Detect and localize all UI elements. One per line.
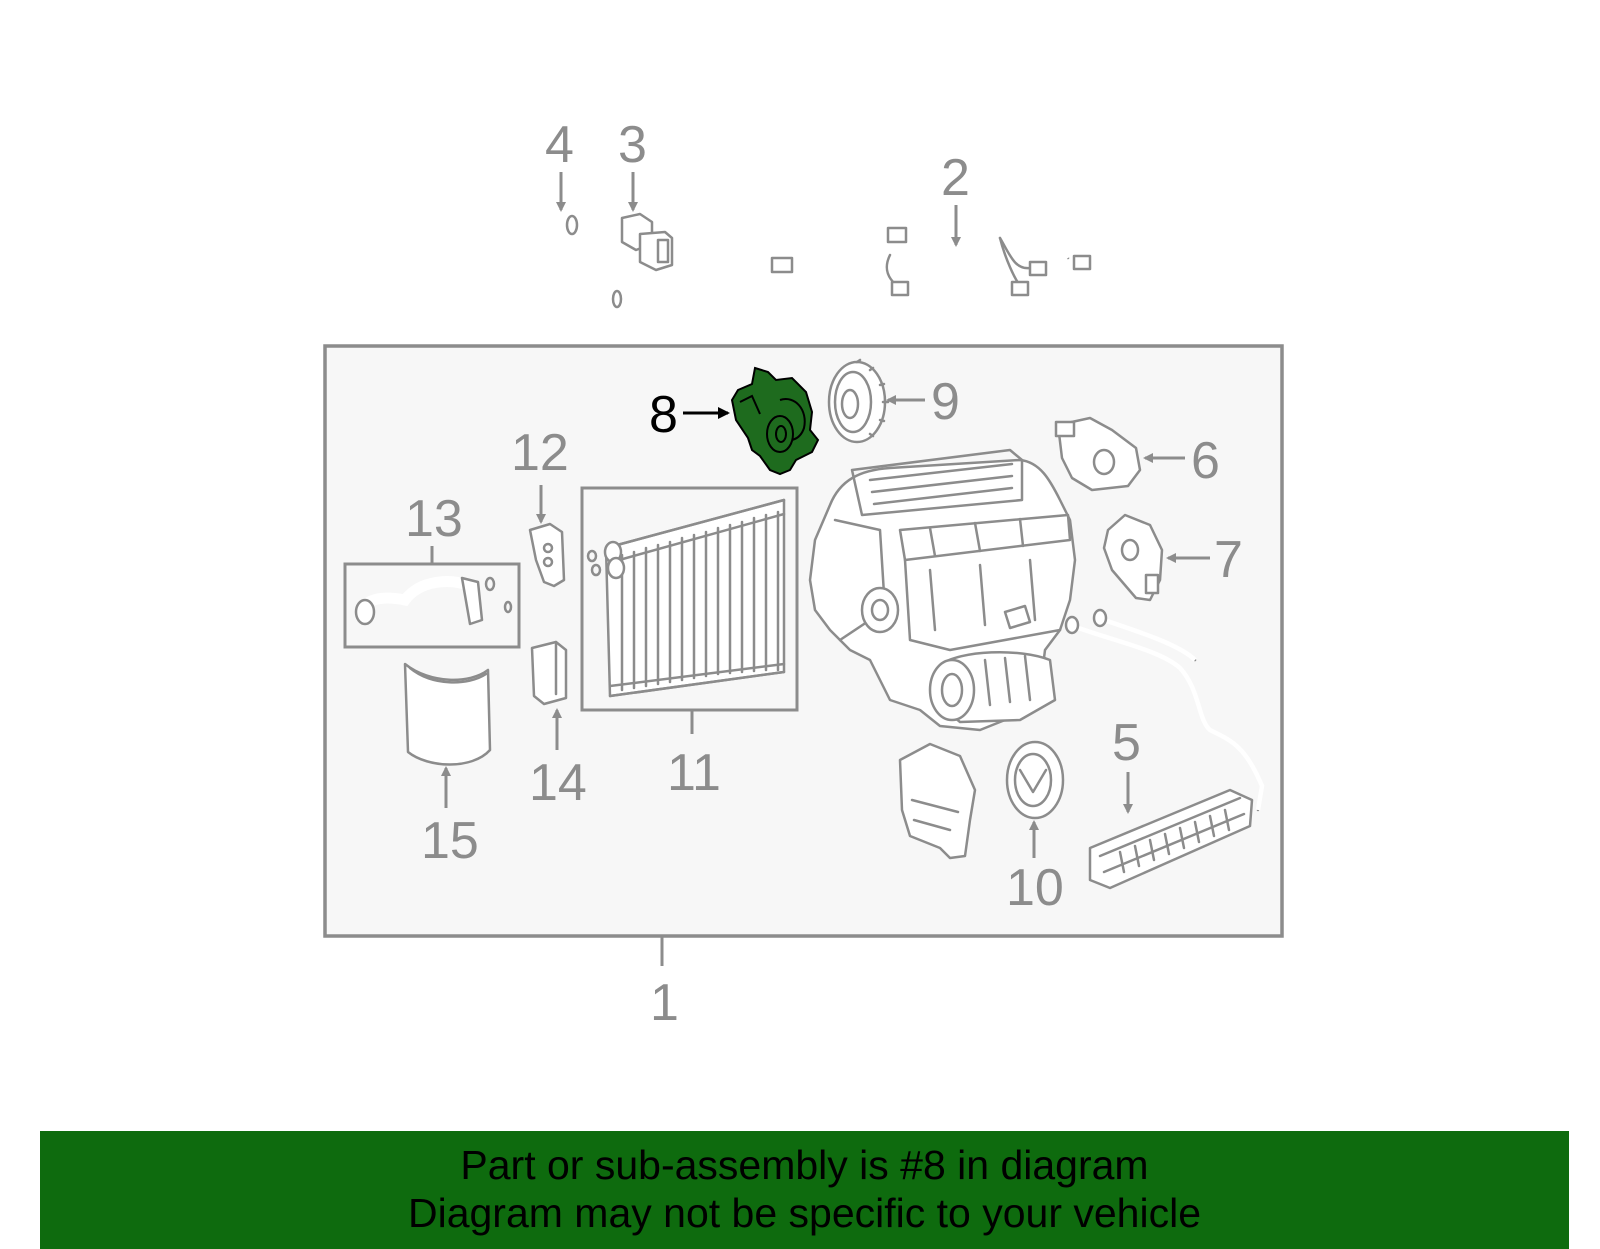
callout-7: 7 (1214, 531, 1243, 589)
callout-3: 3 (618, 116, 647, 174)
callout-1: 1 (650, 974, 679, 1032)
part-11-box (580, 486, 799, 712)
heater-core-fins (1118, 808, 1231, 874)
part-2-wiring-harness (770, 226, 1092, 297)
part-10-gear (1005, 740, 1065, 820)
part-7-actuator (1102, 513, 1164, 602)
callout-11: 11 (667, 744, 721, 802)
callout-9: 9 (931, 373, 960, 431)
part-8-actuator-highlighted (730, 366, 820, 476)
part-6-actuator (1054, 416, 1142, 492)
banner-line-1: Part or sub-assembly is #8 in diagram (460, 1142, 1149, 1188)
callout-15: 15 (421, 812, 479, 870)
callout-8: 8 (649, 386, 678, 444)
callout-4: 4 (545, 116, 574, 174)
bracket (898, 742, 977, 860)
part-12-valve (528, 522, 566, 588)
part-15-insulator (403, 662, 492, 766)
part-4-hose (512, 213, 623, 309)
callout-2: 2 (941, 149, 970, 207)
info-banner: Part or sub-assembly is #8 in diagram Di… (40, 1131, 1569, 1249)
part-3-connector (620, 212, 674, 272)
part-11-evaporator (580, 486, 799, 712)
part-9-gear (827, 358, 890, 444)
evaporator-fins (620, 510, 780, 692)
part-14-block (530, 640, 568, 706)
hvac-case (808, 448, 1077, 732)
callout-5: 5 (1112, 714, 1141, 772)
callout-10: 10 (1006, 859, 1064, 917)
banner-line-2: Diagram may not be specific to your vehi… (407, 1190, 1201, 1236)
callout-6: 6 (1191, 432, 1220, 490)
callout-13: 13 (405, 490, 463, 548)
callout-12: 12 (511, 424, 569, 482)
callout-14: 14 (529, 754, 587, 812)
part-5-heater-core (1064, 608, 1265, 890)
